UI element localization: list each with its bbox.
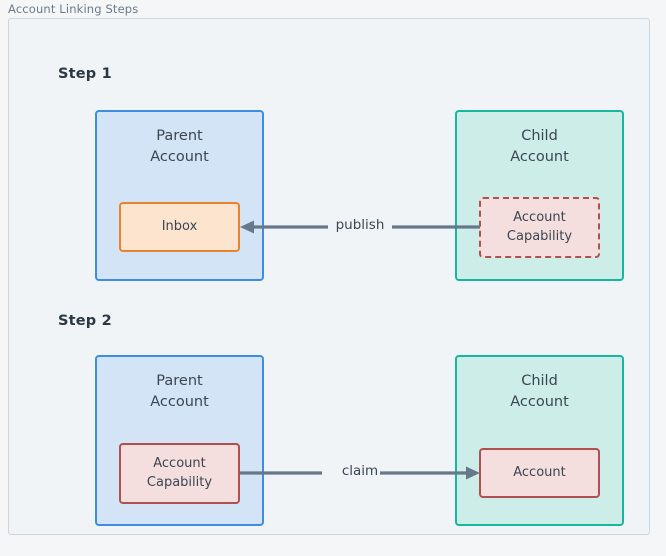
diagram-frame: Step 1 Parent Account Inbox Child Accoun…	[8, 18, 650, 535]
step-1-account-capability-chip[interactable]: Account Capability	[479, 197, 600, 258]
step-2-account-chip[interactable]: Account	[479, 448, 600, 498]
step-1-publish-connector: publish	[240, 207, 480, 247]
step-2-heading: Step 2	[58, 313, 112, 329]
step-2-claim-connector: claim	[240, 453, 480, 493]
step-2-child-account-box[interactable]: Child Account	[455, 355, 624, 526]
step-1-child-account-title: Child Account	[510, 128, 569, 165]
step-1-parent-account-box[interactable]: Parent Account	[95, 110, 264, 281]
step-1-heading: Step 1	[58, 66, 112, 82]
step-2-parent-account-title: Parent Account	[150, 373, 209, 410]
step-2-child-account-title: Child Account	[510, 373, 569, 410]
frame-title: Account Linking Steps	[8, 2, 139, 16]
step-1-parent-account-title: Parent Account	[150, 128, 209, 165]
step-2-account-capability-chip[interactable]: Account Capability	[119, 443, 240, 504]
arrow-right-icon	[240, 466, 480, 480]
arrow-left-icon	[240, 220, 480, 234]
step-1-inbox-chip[interactable]: Inbox	[119, 202, 240, 252]
